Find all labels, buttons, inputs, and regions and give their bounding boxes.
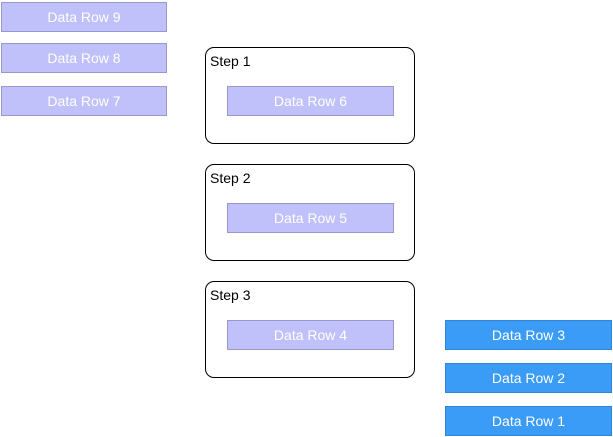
data-row-5[interactable]: Data Row 5 xyxy=(227,203,394,233)
data-row-3[interactable]: Data Row 3 xyxy=(445,320,612,350)
data-row-4[interactable]: Data Row 4 xyxy=(227,320,394,350)
data-row-7[interactable]: Data Row 7 xyxy=(1,86,167,116)
data-row-2[interactable]: Data Row 2 xyxy=(445,363,612,393)
step-2-title: Step 2 xyxy=(210,170,251,186)
data-row-6[interactable]: Data Row 6 xyxy=(227,86,394,116)
step-1-title: Step 1 xyxy=(210,53,251,69)
data-row-8[interactable]: Data Row 8 xyxy=(1,43,167,73)
data-row-9[interactable]: Data Row 9 xyxy=(1,2,167,32)
step-3-title: Step 3 xyxy=(210,287,251,303)
data-row-1[interactable]: Data Row 1 xyxy=(445,406,612,436)
